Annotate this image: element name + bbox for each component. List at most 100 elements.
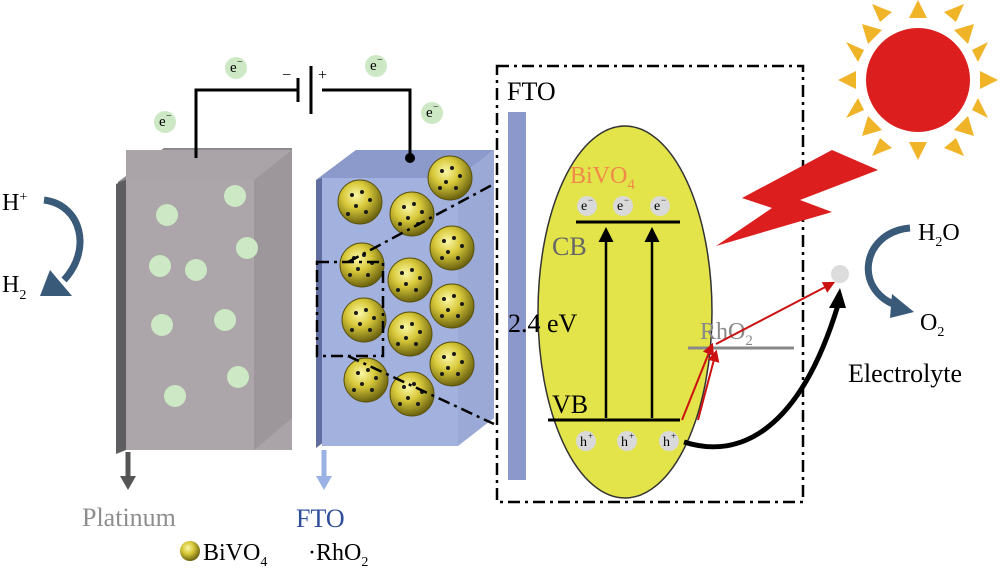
sun-icon: [838, 0, 998, 160]
fto-panel-label: FTO: [507, 77, 556, 106]
platinum-dot: [164, 385, 186, 407]
legend-bivo4-label: BiVO4: [203, 540, 267, 570]
svg-text:e: e: [617, 199, 623, 214]
zoom-guide-bottom: [347, 354, 495, 426]
platinum-dot: [149, 255, 171, 277]
rho2-label: RhO2: [700, 319, 753, 349]
svg-text:e: e: [230, 60, 237, 76]
platinum-electrode-front: [126, 180, 254, 450]
platinum-dot: [236, 237, 258, 259]
bivo4-sphere: [427, 155, 473, 201]
cb-label: CB: [552, 232, 587, 261]
electron-marker: e −: [225, 57, 247, 79]
svg-text:e: e: [654, 199, 660, 214]
water-label: H2O: [918, 220, 960, 250]
sun-disc: [866, 28, 970, 132]
hydrogen-label: H2: [2, 272, 26, 303]
legend-bivo4-swatch: [180, 541, 200, 561]
zoom-guide-top: [347, 182, 495, 264]
cb-electron: e −: [650, 195, 670, 216]
reduction-arrowhead: [40, 270, 72, 296]
platinum-terminal-arrowhead: [120, 476, 136, 490]
svg-text:e: e: [370, 58, 377, 74]
electrolyte-label: Electrolyte: [848, 359, 962, 388]
svg-text:−: −: [377, 55, 383, 66]
fto-label: FTO: [296, 504, 345, 533]
oxidation-arrow: [715, 281, 836, 345]
svg-text:−: −: [661, 195, 666, 205]
external-circuit: − +: [194, 66, 415, 163]
platinum-electron-dots: [149, 185, 258, 407]
bivo4-sphere: [339, 242, 385, 288]
proton-label: H+: [2, 190, 27, 216]
platinum-dot: [151, 314, 173, 336]
legend-rho2-label: ·RhO2: [308, 540, 368, 570]
vb-hole: h +: [617, 431, 637, 451]
bivo4-sphere: [337, 179, 383, 225]
platinum-electrode: [116, 148, 292, 454]
electron-marker: e −: [421, 102, 443, 124]
bivo4-sphere: [429, 283, 475, 329]
cb-electron: e −: [577, 195, 597, 216]
circuit-junction: [405, 153, 415, 163]
svg-text:h: h: [621, 435, 628, 450]
platinum-dot: [156, 204, 178, 226]
rho2-dot-pattern: [346, 166, 464, 406]
svg-text:e: e: [581, 199, 587, 214]
vb-hole: h +: [659, 431, 679, 451]
circuit-wire-right: [322, 88, 412, 156]
battery-negative-sign: −: [282, 67, 291, 84]
legend: BiVO4 ·RhO2: [180, 540, 368, 570]
oxidation-cycle-arrow: [864, 224, 911, 310]
svg-text:e: e: [159, 114, 166, 130]
platinum-dot: [227, 366, 249, 388]
hole-to-electrolyte-arrowhead: [829, 288, 846, 308]
fto-terminal-arrowhead: [316, 476, 332, 490]
svg-text:+: +: [588, 431, 593, 441]
oxygen-label: O2: [920, 310, 944, 340]
bandgap-label: 2.4 eV: [508, 309, 578, 338]
platinum-dot: [214, 309, 236, 331]
water-oxidation: H2O O2 Electrolyte: [848, 220, 962, 388]
bivo4-sphere: [429, 341, 475, 387]
bivo4-sphere: [341, 297, 387, 343]
svg-text:h: h: [663, 435, 670, 450]
fto-layer-bar: [508, 112, 526, 480]
platinum-electrode-right-edge: [254, 150, 292, 450]
svg-text:−: −: [588, 195, 593, 205]
hydrogen-reduction: H+ H2: [2, 190, 84, 303]
svg-text:−: −: [624, 195, 629, 205]
svg-text:+: +: [629, 431, 634, 441]
reduction-arrow: [43, 196, 84, 283]
hole-to-electrolyte-arrow: [683, 304, 841, 450]
platinum-electrode-left-edge: [116, 180, 126, 454]
bivo4-particle-large: [537, 125, 713, 499]
svg-text:−: −: [166, 111, 172, 122]
hole-transfer-arrow: [681, 342, 715, 421]
platinum-dot: [224, 185, 246, 207]
electron-marker: e −: [365, 55, 387, 77]
hole-transfer-arrow: [697, 349, 720, 421]
lightning-bolt-icon: [716, 150, 878, 246]
vb-label: VB: [552, 390, 588, 419]
band-diagram-panel: [495, 64, 805, 504]
bivo4-sphere: [387, 311, 433, 357]
platinum-label: Platinum: [82, 503, 176, 532]
svg-text:+: +: [671, 431, 676, 441]
battery-positive-sign: +: [318, 67, 327, 84]
sun-rays: [838, 0, 998, 160]
platinum-dot: [185, 259, 207, 281]
cb-electron: e −: [613, 195, 633, 216]
oxidation-cycle-arrowhead: [890, 294, 914, 318]
svg-text:h: h: [580, 435, 587, 450]
bivo4-sphere: [389, 191, 435, 237]
circuit-wire-left: [194, 88, 298, 158]
reaction-site-dot: [831, 265, 849, 283]
electron-marker: e −: [154, 111, 176, 133]
svg-text:−: −: [433, 102, 439, 113]
vb-hole: h +: [576, 431, 596, 451]
svg-text:−: −: [237, 57, 243, 68]
bivo4-sphere: [387, 257, 433, 303]
bivo4-label: BiVO4: [570, 163, 635, 193]
